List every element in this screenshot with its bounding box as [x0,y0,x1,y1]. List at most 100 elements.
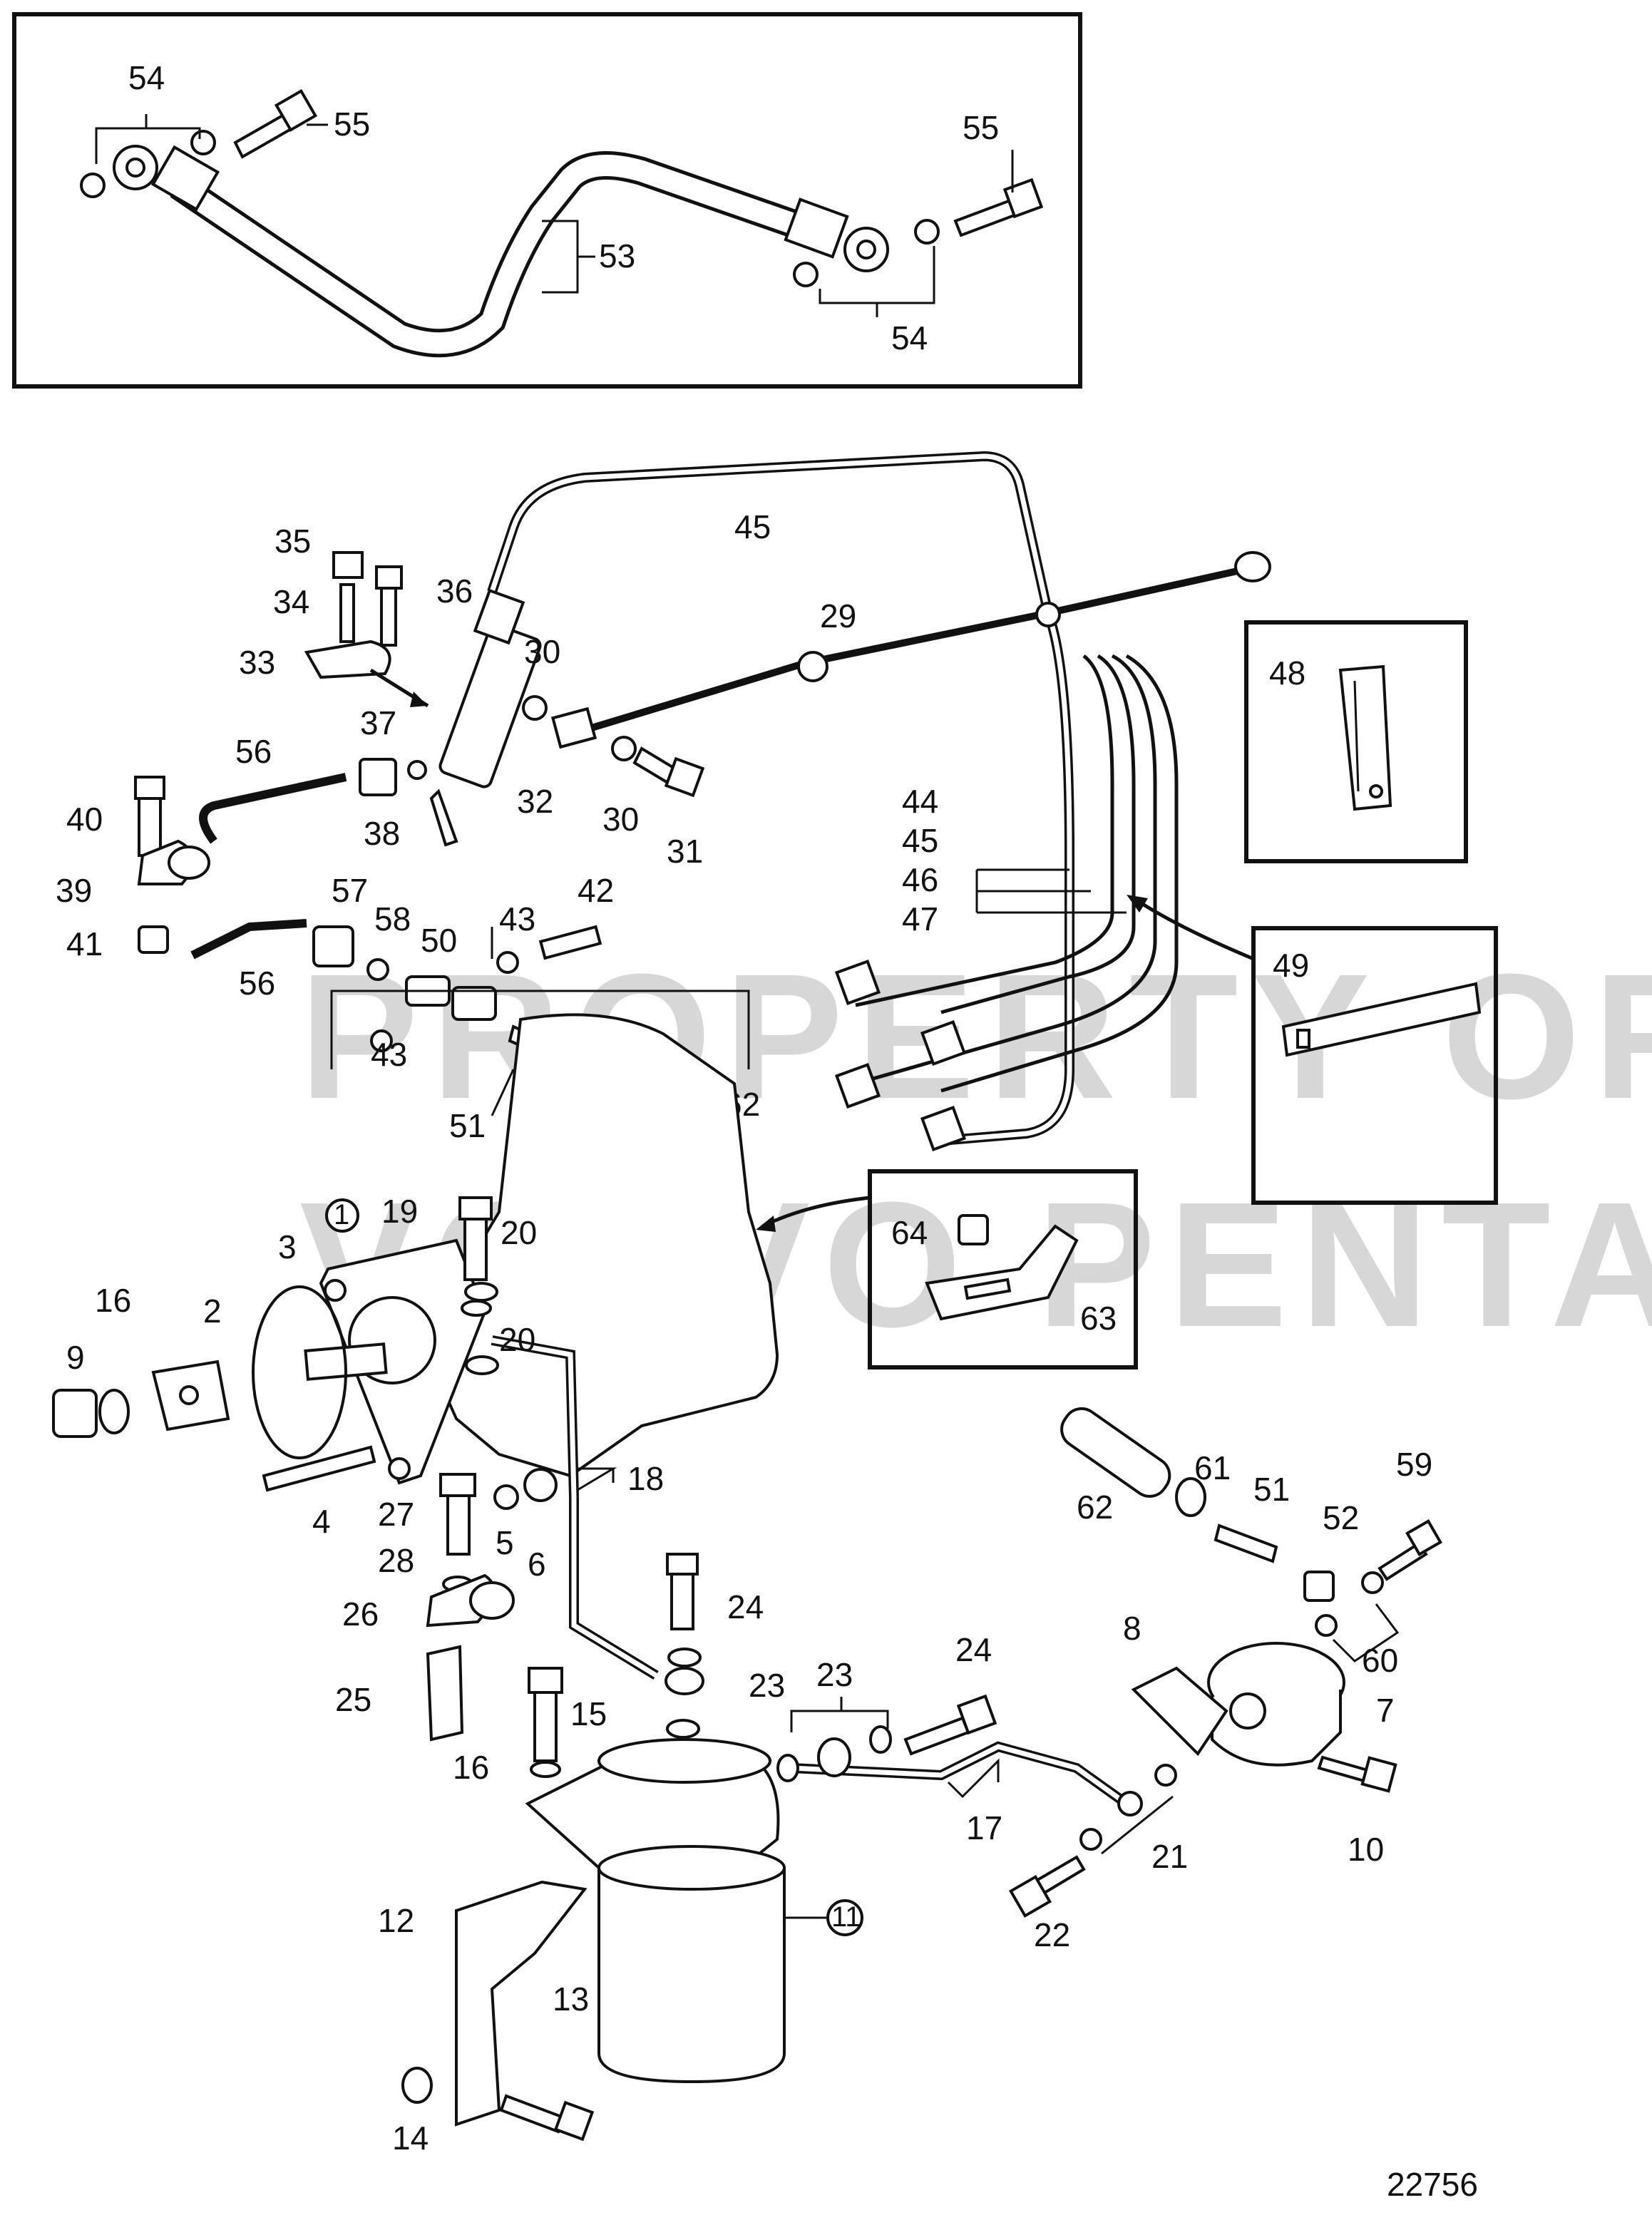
washer-right-1 [914,219,940,245]
label-36: 36 [436,572,473,610]
label-51a: 51 [449,1107,486,1144]
label-18: 18 [627,1460,664,1497]
label-61b: 61 [1194,1449,1231,1486]
inset-top: 54 55 53 55 54 [12,12,1082,389]
label-50: 50 [421,922,457,959]
label-49: 49 [1273,947,1309,984]
label-62b: 62 [1077,1489,1113,1526]
filter-canister [597,1868,786,2084]
washer-23c [776,1754,799,1782]
nut-9 [52,1389,98,1438]
washer-20b [465,1355,499,1375]
inset-48: 48 [1244,620,1468,863]
label-33: 33 [239,644,275,681]
bracket-48 [1338,664,1392,811]
label-20a: 20 [501,1214,537,1251]
washer-30b [611,736,637,761]
plate-63 [925,1224,1079,1321]
bolt-59 [1377,1541,1428,1581]
bracket-12 [455,1880,588,2127]
label-5: 5 [496,1524,514,1561]
ring-58 [366,958,389,981]
bracket-25 [426,1645,464,1742]
washer-21b [1079,1828,1102,1851]
nut-41 [138,925,169,954]
label-24a: 24 [727,1588,764,1625]
washer-21a [1154,1764,1177,1787]
label-43b: 43 [371,1036,407,1073]
label-27: 27 [378,1496,414,1533]
label-12: 12 [378,1902,414,1939]
label-25: 25 [335,1681,371,1718]
label-29: 29 [820,597,856,634]
inset-63: 64 63 [756,1169,1138,1369]
washer-16a [98,1389,130,1434]
label-44: 44 [902,783,938,820]
washer-5 [493,1484,519,1510]
pump-assembly [52,1013,779,1778]
label-43a: 43 [499,900,535,937]
stud-34 [339,583,355,643]
label-56a: 56 [235,733,272,770]
nut-64 [958,1214,989,1245]
label-28: 28 [378,1542,414,1579]
label-45b: 45 [902,822,938,859]
label-8: 8 [1123,1610,1141,1647]
label-14: 14 [392,2119,429,2157]
label-42: 42 [578,872,614,909]
inset-63-frame [868,1169,1138,1369]
label-41: 41 [66,925,103,962]
label-58: 58 [374,900,411,937]
label-55b: 55 [963,109,999,146]
fuel-filter-assembly [401,1738,863,2142]
label-22: 22 [1034,1916,1070,1953]
diagram-reference-number: 22756 [1387,2166,1478,2203]
washer-30a [522,695,548,721]
washer-60b [1361,1571,1384,1594]
feed-pump-assembly [776,1407,1442,1918]
washer-20a [461,1300,492,1317]
fitting-51 [1214,1523,1278,1563]
label-39: 39 [56,872,92,909]
washer-43b [370,1029,393,1052]
banjo-29 [550,706,597,749]
clip-61 [1175,1477,1206,1517]
label-48: 48 [1269,654,1305,692]
label-55a: 55 [334,106,370,143]
pipe-nuts [834,959,967,1152]
label-40: 40 [66,801,103,838]
gasket-8 [1131,1666,1228,1757]
washer-right-2 [793,262,819,287]
fuel-injector [429,588,542,847]
label-30a: 30 [524,633,560,670]
label-35: 35 [275,523,311,560]
label-17: 17 [966,1809,1002,1846]
o-ring-3 [252,1285,347,1459]
banjo-21 [1117,1791,1143,1816]
washer-43a [496,951,519,974]
nut-6 [523,1468,558,1502]
washer-23d [869,1725,892,1754]
label-45a: 45 [734,508,771,545]
bolt-24b [903,1716,970,1756]
label-23a: 23 [749,1667,785,1704]
label-26: 26 [342,1595,379,1633]
label-51b: 51 [1253,1471,1290,1508]
bolt-40 [138,790,162,857]
label-54a: 54 [128,59,165,96]
nut-57 [312,925,354,967]
label-56b: 56 [239,965,275,1002]
label-54b: 54 [891,319,928,356]
nut-35 [332,551,364,579]
label-10: 10 [1348,1831,1384,1868]
washer-16b [530,1761,561,1778]
label-15: 15 [570,1695,607,1732]
label-37: 37 [360,704,396,741]
inset-48-frame [1244,620,1468,863]
banjo-bolt-right [953,178,1044,237]
label-46: 46 [902,861,938,898]
bolt-24a [670,1567,694,1630]
inset-49: 49 [1127,895,1498,1205]
label-57: 57 [332,872,368,909]
